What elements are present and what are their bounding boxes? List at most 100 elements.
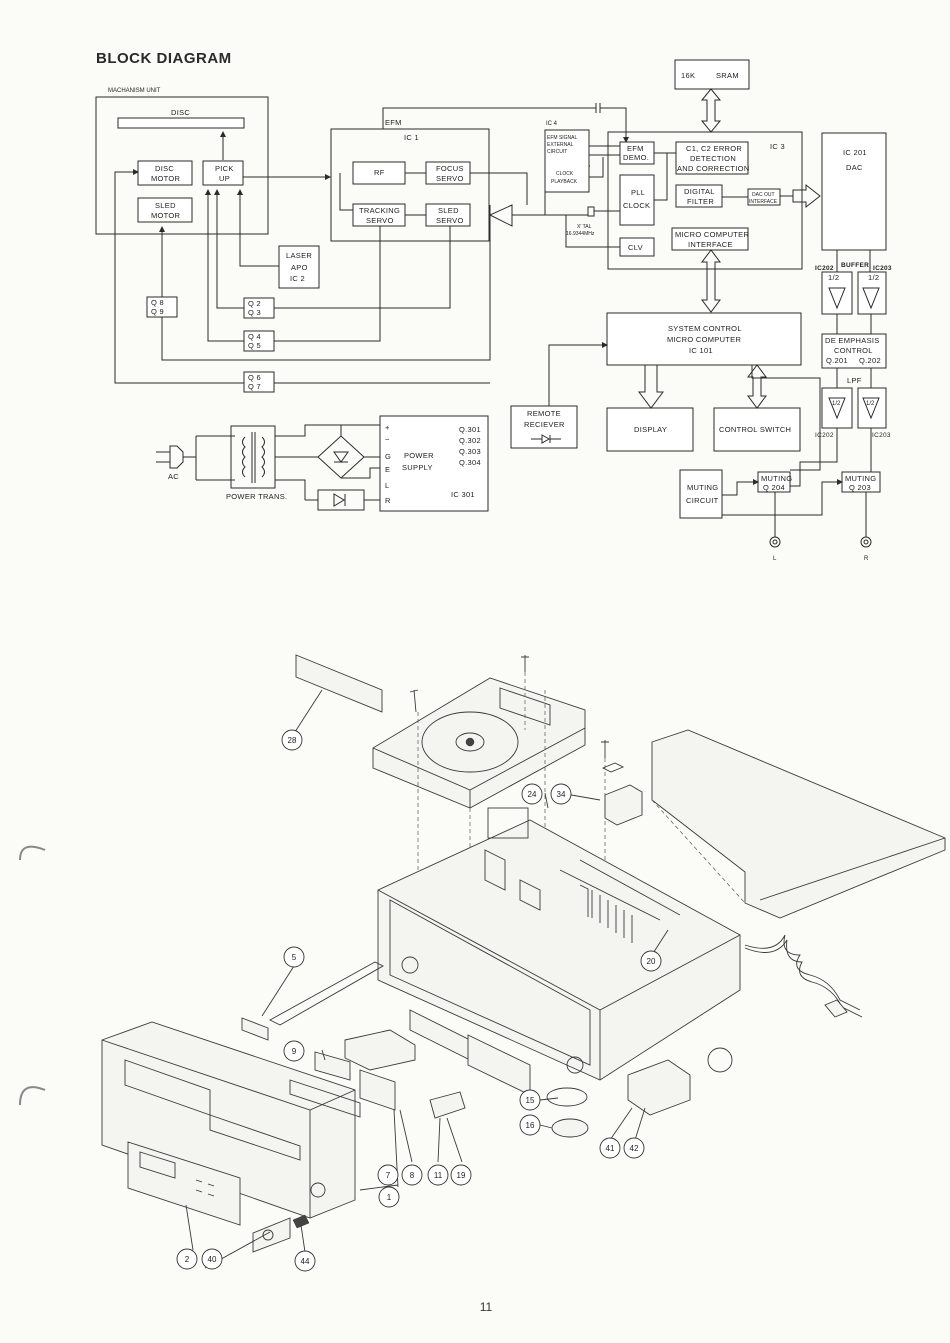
lpf-block: 1/2 1/2 xyxy=(821,387,887,429)
svg-text:CONTROL SWITCH: CONTROL SWITCH xyxy=(719,425,791,434)
front-panel xyxy=(101,1021,361,1219)
de-emphasis-block: DE EMPHASIS CONTROL Q.201 Q.202 xyxy=(821,333,887,369)
ic203-label: IC203 xyxy=(873,265,892,272)
svg-text:MOTOR: MOTOR xyxy=(151,211,181,220)
svg-text:TRACKING: TRACKING xyxy=(359,206,400,215)
svg-text:MUTING: MUTING xyxy=(687,483,718,492)
knob-44 xyxy=(292,1214,310,1229)
svg-text:IC 201: IC 201 xyxy=(843,148,867,157)
output-l-label: L xyxy=(773,556,777,562)
svg-text:DEMO.: DEMO. xyxy=(623,153,649,162)
svg-text:MUTING: MUTING xyxy=(761,474,792,483)
svg-text:Q 203: Q 203 xyxy=(849,483,871,492)
buffer-label: BUFFER xyxy=(841,262,869,269)
efm-signal-block: EFM SIGNAL EXTERNAL CIRCUIT CLOCK PLAYBA… xyxy=(544,129,590,193)
power-trans-label: POWER TRANS. xyxy=(226,492,287,501)
ac-plug-icon xyxy=(156,445,196,469)
main-chassis xyxy=(377,807,741,1081)
svg-text:5: 5 xyxy=(292,953,297,962)
svg-text:CONTROL: CONTROL xyxy=(834,346,873,355)
pick-up-block: PICK UP xyxy=(202,160,244,186)
callout-5: 5 xyxy=(283,946,305,968)
system-control-block: SYSTEM CONTROL MICRO COMPUTER IC 101 xyxy=(606,312,802,366)
ic202-lpf-label: IC202 xyxy=(815,432,834,439)
svg-text:CLOCK: CLOCK xyxy=(623,201,650,210)
svg-text:1/2: 1/2 xyxy=(832,401,841,407)
ic3-box xyxy=(607,131,803,270)
output-r-label: R xyxy=(864,556,869,562)
buffer-block: 1/2 1/2 xyxy=(821,271,887,315)
svg-text:9: 9 xyxy=(292,1047,297,1056)
top-cover xyxy=(651,729,946,919)
svg-text:R: R xyxy=(385,496,391,505)
display-window-2 xyxy=(127,1141,241,1226)
remote-receiver-block: REMOTE RECIEVER xyxy=(510,405,578,449)
callout-42: 42 xyxy=(623,1137,645,1159)
svg-text:Q 2: Q 2 xyxy=(248,299,261,308)
callout-24: 24 xyxy=(521,783,543,805)
ic1-box xyxy=(330,128,490,242)
svg-text:SLED: SLED xyxy=(438,206,459,215)
callout-9: 9 xyxy=(283,1040,305,1062)
callout-44: 44 xyxy=(294,1250,316,1272)
svg-text:DETECTION: DETECTION xyxy=(690,154,736,163)
svg-text:MUTING: MUTING xyxy=(845,474,876,483)
svg-text:MOTOR: MOTOR xyxy=(151,174,181,183)
svg-text:G: G xyxy=(385,452,391,461)
callout-40: 40 xyxy=(201,1248,223,1270)
svg-text:IC 101: IC 101 xyxy=(689,346,713,355)
callout-20: 20 xyxy=(640,950,662,972)
pcb-brackets xyxy=(344,1009,691,1119)
svg-text:CIRCUIT: CIRCUIT xyxy=(686,496,719,505)
callout-8: 8 xyxy=(401,1164,423,1186)
svg-text:EFM: EFM xyxy=(627,144,644,153)
foot-15 xyxy=(546,1087,588,1107)
muting-circuit-block: MUTING CIRCUIT xyxy=(679,469,723,519)
svg-text:PICK: PICK xyxy=(215,164,234,173)
svg-text:Q.303: Q.303 xyxy=(459,447,481,456)
svg-text:15: 15 xyxy=(526,1096,535,1105)
disc-block xyxy=(117,117,245,129)
knob-40 xyxy=(252,1217,291,1253)
svg-text:7: 7 xyxy=(386,1171,391,1180)
svg-text:28: 28 xyxy=(288,736,297,745)
svg-text:REMOTE: REMOTE xyxy=(527,409,561,418)
svg-text:20: 20 xyxy=(647,957,656,966)
svg-text:16.9344MHz: 16.9344MHz xyxy=(566,231,595,237)
svg-text:11: 11 xyxy=(434,1171,443,1180)
exploded-view-drawing xyxy=(19,654,946,1269)
part-5 xyxy=(241,961,384,1041)
control-switch-block: CONTROL SWITCH xyxy=(713,407,801,452)
callout-1: 1 xyxy=(378,1186,400,1208)
svg-text:X' TAL: X' TAL xyxy=(577,224,592,230)
digital-filter-block: DIGITAL FILTER xyxy=(675,184,723,208)
pll-clock-block: PLL CLOCK xyxy=(619,174,655,226)
svg-text:SERVO: SERVO xyxy=(366,216,394,225)
focus-servo-block: FOCUS SERVO xyxy=(425,161,471,185)
svg-text:EFM SIGNAL: EFM SIGNAL xyxy=(547,135,578,141)
svg-text:+: + xyxy=(385,423,390,432)
page-title: BLOCK DIAGRAM xyxy=(96,50,232,67)
svg-text:1/2: 1/2 xyxy=(866,401,875,407)
svg-text:INTERFACE: INTERFACE xyxy=(688,240,733,249)
error-detection-block: C1, C2 ERROR DETECTION AND CORRECTION xyxy=(675,141,749,175)
svg-text:41: 41 xyxy=(606,1144,615,1153)
svg-text:EXTERNAL: EXTERNAL xyxy=(547,142,574,148)
svg-text:Q.302: Q.302 xyxy=(459,436,481,445)
mechanism-tray xyxy=(372,677,586,809)
svg-text:MICRO COMPUTER: MICRO COMPUTER xyxy=(675,230,749,239)
lpf-label: LPF xyxy=(847,376,862,385)
ac-label: AC xyxy=(168,472,179,481)
svg-text:16K: 16K xyxy=(681,71,695,80)
svg-text:Q 204: Q 204 xyxy=(763,483,785,492)
callout-15: 15 xyxy=(519,1089,541,1111)
svg-text:1/2: 1/2 xyxy=(828,273,839,282)
display-block: DISPLAY xyxy=(606,407,694,452)
svg-text:40: 40 xyxy=(208,1255,217,1264)
svg-text:1: 1 xyxy=(387,1193,392,1202)
transformer-34 xyxy=(601,762,643,826)
svg-text:PLL: PLL xyxy=(631,188,645,197)
svg-text:Q 6: Q 6 xyxy=(248,373,261,382)
callout-41: 41 xyxy=(599,1137,621,1159)
